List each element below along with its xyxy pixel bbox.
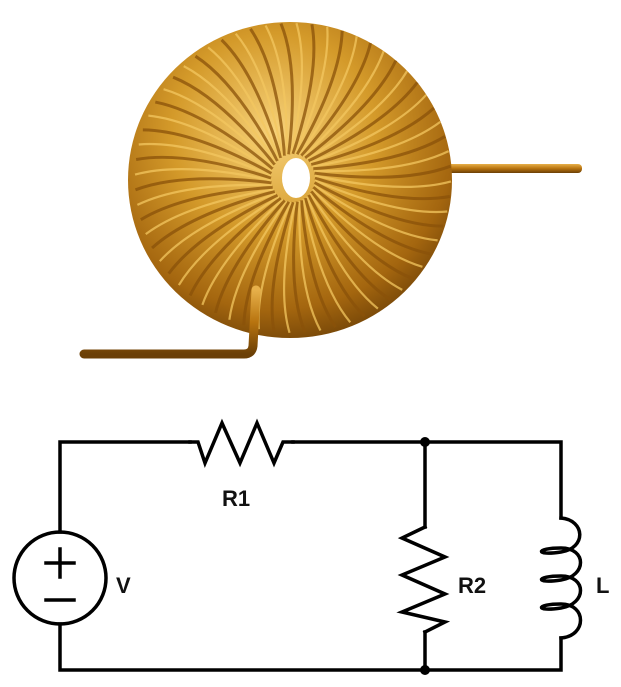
winding-turn <box>134 168 272 182</box>
winding-turn <box>314 176 451 201</box>
winding-turn <box>148 114 273 172</box>
winding-turn <box>264 24 288 155</box>
winding-turn <box>312 120 441 168</box>
winding-turn <box>307 194 392 302</box>
winding-turn <box>158 192 277 262</box>
winding-turn <box>309 94 428 164</box>
winding-turn <box>311 188 423 268</box>
label-r1: R1 <box>222 486 250 511</box>
winding-turn <box>302 50 385 158</box>
winding-turn <box>300 42 372 157</box>
plus-sign-icon <box>44 547 76 579</box>
winding-turn <box>313 181 444 228</box>
winding-turn <box>220 38 283 159</box>
winding-turn <box>289 22 304 155</box>
winding-turn <box>201 198 284 306</box>
toroid-hole <box>282 158 310 198</box>
wire-bottom <box>58 622 563 672</box>
winding-turn <box>228 200 288 320</box>
winding-turn <box>314 164 452 179</box>
left-lead-wire <box>79 285 261 359</box>
toroid-body <box>128 22 452 338</box>
resistor-r1 <box>188 418 295 468</box>
winding-turn <box>214 199 286 314</box>
winding-turn <box>312 186 431 256</box>
winding-turn <box>242 200 291 326</box>
winding-turn <box>310 190 414 281</box>
toroid-inductor-photo <box>79 22 582 359</box>
winding-turn <box>135 155 272 180</box>
toroid-winding-turns <box>134 22 452 334</box>
winding-turn <box>292 201 307 333</box>
label-l: L <box>596 573 609 598</box>
winding-turn <box>249 28 287 156</box>
winding-turn <box>282 201 297 334</box>
winding-turn <box>177 195 280 286</box>
winding-turn <box>298 201 322 332</box>
winding-turn <box>313 135 446 171</box>
inductor-l <box>539 516 583 640</box>
winding-turn <box>310 106 435 167</box>
winding-turn <box>302 199 352 324</box>
junction-bottom <box>420 665 430 675</box>
winding-turn <box>309 192 403 291</box>
label-v: V <box>116 573 131 598</box>
winding-turn <box>314 174 452 188</box>
winding-turn <box>313 184 438 242</box>
winding-turn <box>194 54 279 162</box>
winding-turn <box>291 24 316 155</box>
winding-turn <box>136 183 272 206</box>
winding-turn <box>172 75 276 166</box>
winding-turn <box>298 36 358 156</box>
winding-turn <box>304 59 398 160</box>
winding-turn <box>299 200 337 328</box>
winding-turn <box>167 193 279 275</box>
winding-turn <box>314 150 450 173</box>
winding-turn <box>183 65 277 164</box>
resistor-r2 <box>396 524 451 635</box>
winding-turn <box>134 177 272 192</box>
wire-left-top <box>58 440 192 534</box>
winding-turn <box>279 23 294 155</box>
winding-turn <box>307 81 419 163</box>
winding-turn <box>234 32 284 157</box>
winding-turn <box>138 142 272 177</box>
winding-turn <box>207 46 281 160</box>
winding-turn <box>145 188 274 236</box>
right-lead-wire <box>440 164 582 173</box>
winding-turn <box>151 189 276 250</box>
winding-turn <box>294 26 329 155</box>
winding-turn <box>303 197 366 318</box>
voltage-source-symbol <box>12 530 108 626</box>
winding-turn <box>305 196 379 310</box>
wire-top-right <box>291 440 563 520</box>
winding-turn <box>314 179 448 214</box>
winding-turn <box>163 88 275 168</box>
winding-turn <box>140 185 273 221</box>
winding-turn <box>155 100 274 170</box>
winding-turn <box>188 196 282 297</box>
junction-top <box>420 437 430 447</box>
label-r2: R2 <box>458 573 486 598</box>
winding-turn <box>142 128 273 175</box>
winding-turn <box>270 201 295 332</box>
winding-turn <box>306 70 409 161</box>
winding-turn <box>295 30 344 156</box>
